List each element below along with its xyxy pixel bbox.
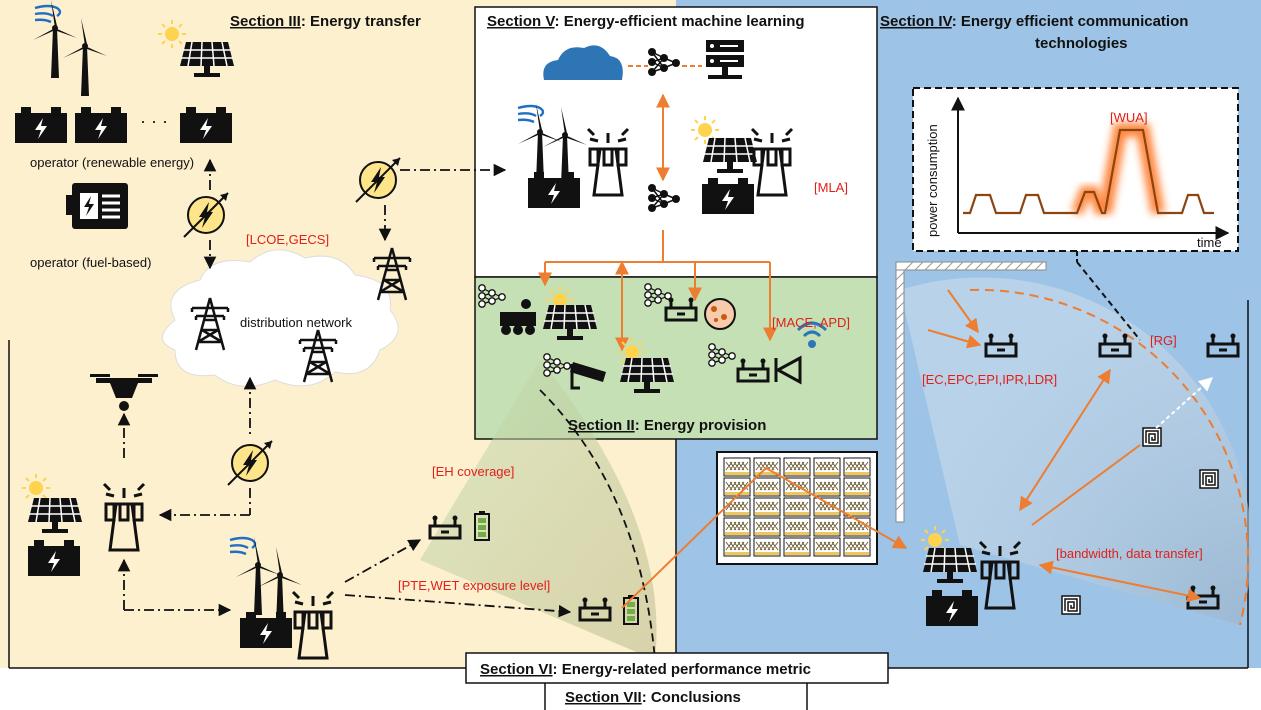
label-distribution-network: distribution network bbox=[240, 315, 352, 330]
generator-icon bbox=[66, 183, 128, 229]
virus-icon bbox=[704, 298, 736, 330]
camera-icon bbox=[570, 362, 606, 390]
label-mla: [MLA] bbox=[814, 180, 848, 195]
label-operator-fuel: operator (fuel-based) bbox=[30, 255, 151, 270]
label-ec: [EC,EPC,EPI,IPR,LDR] bbox=[922, 372, 1057, 387]
label-eh-coverage: [EH coverage] bbox=[432, 464, 514, 479]
label-mace: [MACE, APD] bbox=[772, 315, 850, 330]
metasurface bbox=[723, 457, 871, 557]
photodiode-icon bbox=[774, 321, 828, 385]
section-v-title: Section V: Energy-efficient machine lear… bbox=[487, 13, 805, 30]
section-iv-title-2: technologies bbox=[1035, 35, 1128, 52]
ellipsis: · · · bbox=[140, 111, 168, 131]
label-wua: [WUA] bbox=[1110, 110, 1148, 125]
server-icon bbox=[706, 40, 744, 79]
label-rg: [RG] bbox=[1150, 333, 1177, 348]
chart-ylabel: power consumption bbox=[925, 124, 940, 237]
section-vi-title: Section VI: Energy-related performance m… bbox=[480, 661, 811, 678]
section-iv-title: Section IV: Energy efficient communicati… bbox=[880, 13, 1188, 30]
rover-icon bbox=[500, 299, 536, 335]
label-bandwidth: [bandwidth, data transfer] bbox=[1056, 546, 1203, 561]
label-operator-renewable: operator (renewable energy) bbox=[30, 155, 194, 170]
label-pte: [PTE,WET exposure level] bbox=[398, 578, 550, 593]
section-iii-title: Section III: Energy transfer bbox=[230, 13, 421, 30]
label-lcoe: [LCOE,GECS] bbox=[246, 232, 329, 247]
section-ii-title: Section II: Energy provision bbox=[568, 417, 766, 434]
drone-icon bbox=[90, 374, 158, 411]
chart-xlabel: time bbox=[1197, 235, 1222, 250]
section-vii-title: Section VII: Conclusions bbox=[565, 689, 741, 706]
